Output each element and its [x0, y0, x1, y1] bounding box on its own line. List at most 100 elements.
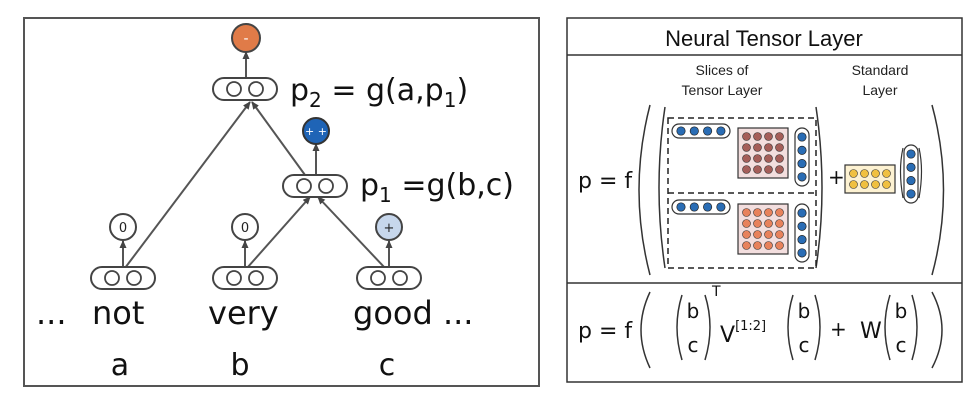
slice1-tensor-matrix-cell: [753, 143, 762, 152]
ntl-panel-frame: [566, 17, 963, 383]
slice2-col-vector-dot: [797, 248, 807, 258]
slices-label-line2: Tensor Layer: [682, 82, 763, 98]
tree-edges: [119, 51, 393, 269]
vector-bc-transposed: b c: [676, 294, 711, 361]
slice2-tensor-matrix-cell: [753, 230, 762, 239]
slice1-tensor-matrix-cell: [775, 165, 784, 174]
vector-node-p1: [282, 174, 348, 198]
slice2-row-vector-dot: [703, 202, 713, 212]
svg-text:0: 0: [241, 221, 249, 236]
slice2-col-vector-dot: [797, 235, 807, 245]
slice1-row-vector-dot: [703, 126, 713, 136]
vector-node-good: [356, 266, 422, 290]
slice2-tensor-matrix-cell: [775, 241, 784, 250]
slice2-tensor-matrix-cell: [775, 219, 784, 228]
slice1-tensor-matrix-cell: [753, 132, 762, 141]
slice2-tensor-matrix-cell: [742, 230, 751, 239]
slice1-tensor-matrix-cell: [775, 143, 784, 152]
ntl-title: Neural Tensor Layer: [665, 26, 863, 51]
slice1-tensor-matrix-cell: [742, 132, 751, 141]
vector-node-p2: [212, 77, 278, 101]
slice1-row-vector-dot: [676, 126, 686, 136]
standard-label-line1: Standard: [852, 62, 909, 78]
slice1-tensor-matrix-cell: [742, 165, 751, 174]
slice1-tensor-matrix-cell: [764, 154, 773, 163]
bracket-vector-left: [658, 106, 666, 269]
standard-label-line2: Layer: [862, 82, 897, 98]
slice2-tensor-matrix-cell: [764, 230, 773, 239]
slice1-tensor-matrix-cell: [764, 132, 773, 141]
p1-equation: p1 =g(b,c): [360, 168, 514, 207]
vector-node-not: [90, 266, 156, 290]
var-c: c: [379, 348, 396, 383]
standard-weight-matrix-cell: [860, 169, 869, 178]
standard-vector-right-bracket: [918, 147, 923, 199]
slice2-col-vector-dot: [797, 221, 807, 231]
standard-col-vector-dot: [906, 149, 916, 159]
slice1-tensor-matrix-cell: [775, 132, 784, 141]
svg-text:+: +: [384, 221, 395, 236]
standard-vector-left-bracket: [899, 147, 904, 199]
slice2-tensor-matrix-cell: [742, 208, 751, 217]
standard-weight-matrix-cell: [849, 180, 858, 189]
ntl-icons: [671, 123, 923, 263]
vector-bc-W: b c: [884, 294, 918, 361]
slice2-tensor-matrix-cell: [775, 208, 784, 217]
var-a: a: [111, 348, 129, 383]
svg-text:b: b: [687, 299, 700, 323]
row2-right-paren: [931, 291, 943, 369]
slice1-tensor-matrix-cell: [753, 154, 762, 163]
slice2-row-vector-outline: [671, 199, 731, 215]
row1-lhs: p = f: [578, 169, 633, 194]
slice1-row-vector-dot: [689, 126, 699, 136]
slice2-tensor-matrix-cell: [753, 219, 762, 228]
slice1-tensor-matrix-cell: [764, 165, 773, 174]
slice2-col-vector-dot: [797, 208, 807, 218]
svg-text:b: b: [895, 299, 908, 323]
standard-weight-matrix-cell: [871, 169, 880, 178]
weight-W: W: [860, 319, 882, 344]
standard-weight-matrix-cell: [882, 180, 891, 189]
slice1-col-vector-dot: [797, 132, 807, 142]
word-very: very: [208, 294, 279, 332]
slice1-tensor-matrix-cell: [775, 154, 784, 163]
svg-text:c: c: [896, 333, 907, 357]
slice2-row-vector-dot: [689, 202, 699, 212]
edge-very-p1: [246, 196, 311, 269]
slice2-col-vector-outline: [794, 203, 810, 263]
slice1-col-vector-dot: [797, 145, 807, 155]
standard-weight-matrix-frame: [844, 164, 896, 194]
sentiment-node-very: 0: [231, 213, 259, 241]
word-not: not: [92, 294, 144, 332]
row1-left-paren: [638, 104, 651, 276]
var-b: b: [230, 348, 249, 383]
standard-col-vector-dot: [906, 189, 916, 199]
edge-good-p1: [317, 196, 386, 269]
svg-text:0: 0: [119, 221, 127, 236]
slice1-col-vector-dot: [797, 172, 807, 182]
row2-plus: +: [830, 317, 847, 341]
slice1-col-vector-dot: [797, 159, 807, 169]
slice1-tensor-matrix-cell: [764, 143, 773, 152]
standard-weight-matrix-cell: [849, 169, 858, 178]
row1-right-paren: [931, 104, 945, 276]
word-good: good ...: [353, 294, 473, 332]
svg-text:b: b: [798, 299, 811, 323]
svg-text:c: c: [799, 333, 810, 357]
standard-col-vector-outline: [903, 144, 919, 204]
slices-label-line1: Slices of: [696, 62, 749, 78]
slice2-row-vector-dot: [716, 202, 726, 212]
slice2-tensor-matrix-cell: [753, 208, 762, 217]
svg-text:-: -: [243, 31, 248, 47]
sentiment-node-not: 0: [109, 213, 137, 241]
slice1-tensor-matrix-cell: [742, 143, 751, 152]
slice1-tensor-matrix-cell: [753, 165, 762, 174]
vector-bc-right: b c: [787, 294, 821, 361]
row2-lhs: p = f: [578, 319, 633, 344]
slice2-tensor-matrix-cell: [775, 230, 784, 239]
slice2-tensor-matrix-cell: [764, 219, 773, 228]
standard-col-vector-dot: [906, 176, 916, 186]
transpose-sup: T: [711, 284, 721, 300]
sentiment-node-p2: -: [231, 23, 261, 53]
